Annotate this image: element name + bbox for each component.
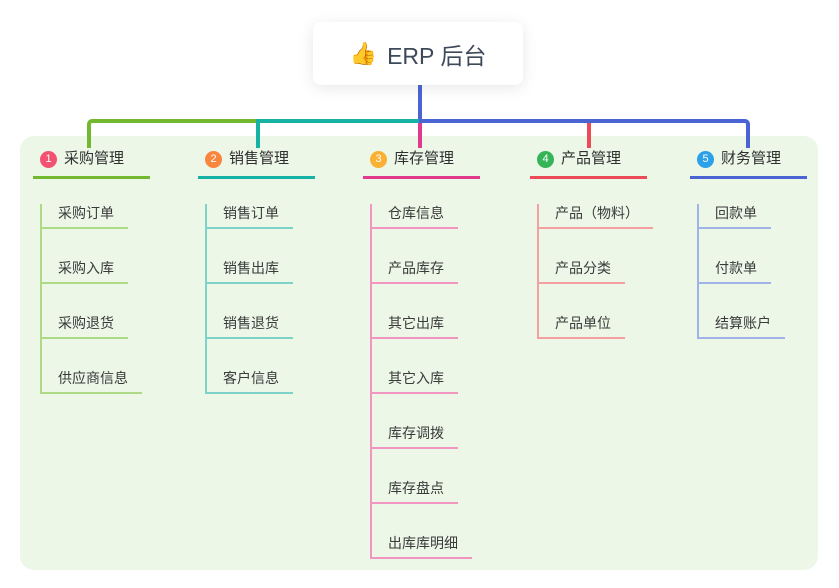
node-warehouse-info[interactable]: 仓库信息 <box>372 204 458 229</box>
node-supplier-info[interactable]: 供应商信息 <box>42 369 142 394</box>
node-sales-order[interactable]: 销售订单 <box>207 204 293 229</box>
branch-product-children: 产品（物料） 产品分类 产品单位 <box>537 204 653 339</box>
branch-number-badge: 2 <box>205 150 222 168</box>
branch-header-finance[interactable]: 5 财务管理 <box>690 149 807 179</box>
branch-label: 产品管理 <box>561 150 622 167</box>
node-stock-transfer[interactable]: 库存调拨 <box>372 424 458 449</box>
branch-header-inventory[interactable]: 3 库存管理 <box>363 149 480 179</box>
node-sales-outbound[interactable]: 销售出库 <box>207 259 293 284</box>
node-outbound-detail[interactable]: 出库库明细 <box>372 534 472 559</box>
branch-sales: 2 销售管理 销售订单 销售出库 销售退货 客户信息 <box>198 149 315 394</box>
node-product-unit[interactable]: 产品单位 <box>539 314 625 339</box>
branch-label: 库存管理 <box>394 150 455 167</box>
connector-branch4-drop-line <box>587 123 591 148</box>
branch-number-badge: 1 <box>40 150 57 168</box>
branch-purchase-children: 采购订单 采购入库 采购退货 供应商信息 <box>40 204 142 394</box>
node-product-stock[interactable]: 产品库存 <box>372 259 458 284</box>
root-node-erp[interactable]: 👍 ERP 后台 <box>313 22 523 85</box>
branch-product: 4 产品管理 产品（物料） 产品分类 产品单位 <box>530 149 653 339</box>
node-product-material[interactable]: 产品（物料） <box>539 204 653 229</box>
connector-branch3-drop-line <box>418 123 422 148</box>
node-settlement-account[interactable]: 结算账户 <box>699 314 785 339</box>
branch-purchase: 1 采购管理 采购订单 采购入库 采购退货 供应商信息 <box>33 149 150 394</box>
branch-inventory-children: 仓库信息 产品库存 其它出库 其它入库 库存调拨 库存盘点 出库库明细 <box>370 204 472 559</box>
node-purchase-inbound[interactable]: 采购入库 <box>42 259 128 284</box>
branch-label: 财务管理 <box>721 150 782 167</box>
root-title: ERP 后台 <box>387 42 487 69</box>
node-receipt-bill[interactable]: 回款单 <box>699 204 771 229</box>
branch-number-badge: 3 <box>370 150 387 168</box>
connector-branch5-line <box>419 119 750 148</box>
thumbs-up-icon: 👍 <box>349 40 378 66</box>
branch-finance: 5 财务管理 回款单 付款单 结算账户 <box>690 149 807 339</box>
connector-branch2-line <box>256 119 419 148</box>
branch-number-badge: 4 <box>537 150 554 168</box>
root-stem-line <box>418 84 422 123</box>
branch-sales-children: 销售订单 销售出库 销售退货 客户信息 <box>205 204 293 394</box>
connector-branch1-line <box>87 119 256 148</box>
branch-label: 采购管理 <box>64 150 125 167</box>
branch-label: 销售管理 <box>229 150 290 167</box>
node-customer-info[interactable]: 客户信息 <box>207 369 293 394</box>
node-product-category[interactable]: 产品分类 <box>539 259 625 284</box>
node-purchase-return[interactable]: 采购退货 <box>42 314 128 339</box>
node-payment-bill[interactable]: 付款单 <box>699 259 771 284</box>
branch-number-badge: 5 <box>697 150 714 168</box>
branch-header-product[interactable]: 4 产品管理 <box>530 149 647 179</box>
mindmap-background-panel <box>20 136 818 570</box>
node-stock-check[interactable]: 库存盘点 <box>372 479 458 504</box>
branch-inventory: 3 库存管理 仓库信息 产品库存 其它出库 其它入库 库存调拨 库存盘点 出库库… <box>363 149 480 559</box>
branch-header-sales[interactable]: 2 销售管理 <box>198 149 315 179</box>
node-other-inbound[interactable]: 其它入库 <box>372 369 458 394</box>
node-purchase-order[interactable]: 采购订单 <box>42 204 128 229</box>
branch-finance-children: 回款单 付款单 结算账户 <box>697 204 785 339</box>
branch-header-purchase[interactable]: 1 采购管理 <box>33 149 150 179</box>
node-sales-return[interactable]: 销售退货 <box>207 314 293 339</box>
node-other-outbound[interactable]: 其它出库 <box>372 314 458 339</box>
